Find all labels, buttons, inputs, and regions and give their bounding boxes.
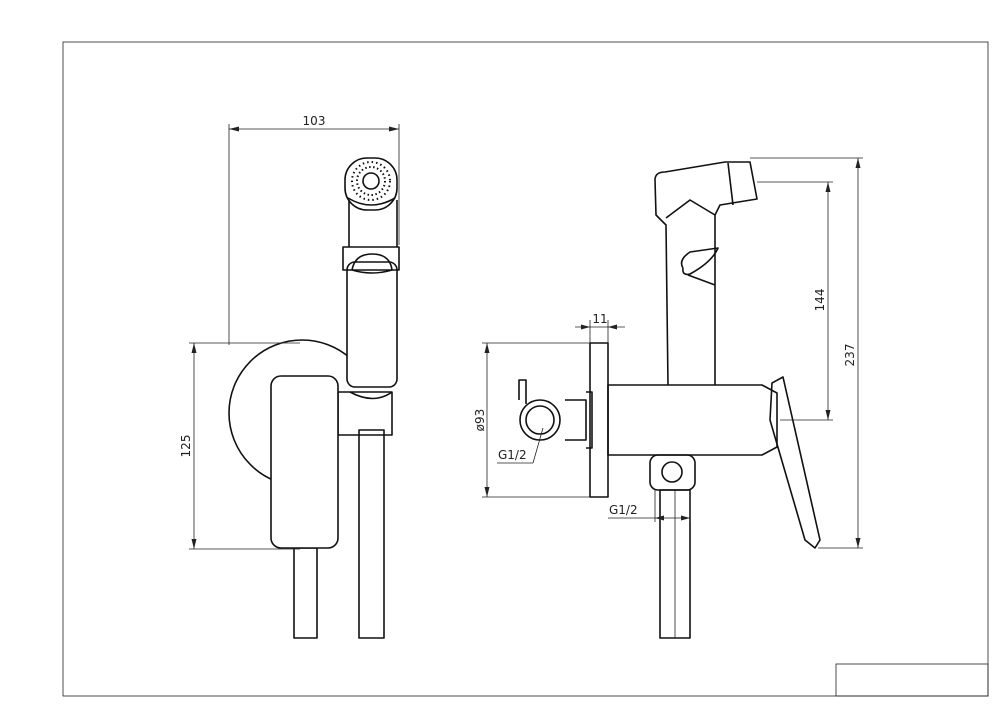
dimension-label-diameter: ø93	[473, 409, 487, 432]
lever-handle	[270, 375, 339, 549]
dimension-label-height: 125	[179, 435, 193, 458]
dimension-label-237: 237	[843, 344, 857, 367]
dimension-plate-thickness: 11	[575, 312, 625, 343]
hose-nut	[649, 454, 696, 491]
drawing-frame	[62, 41, 989, 697]
dimension-outlet-thread: G1/2	[608, 490, 691, 522]
mixer-body	[607, 384, 778, 456]
spray-head	[344, 157, 398, 211]
trigger	[680, 247, 719, 286]
lever-handle	[769, 376, 821, 549]
dimension-label-thickness: 11	[592, 312, 607, 326]
front-view: 103 125	[179, 114, 400, 639]
hose-left	[293, 547, 318, 639]
dimension-width: 103	[228, 114, 400, 345]
title-block	[835, 663, 989, 697]
side-view: 11 ø93 G1/2 G1/2 144	[473, 157, 863, 639]
dimension-inlet-thread: G1/2	[497, 427, 544, 464]
hose-right	[358, 429, 385, 639]
outlet-connector	[565, 391, 593, 449]
dimension-label-144: 144	[813, 289, 827, 312]
dimension-label-outlet: G1/2	[609, 503, 638, 517]
handset	[654, 161, 758, 386]
dimension-handset-height: 144	[757, 181, 833, 421]
dimension-overall-height: 237	[750, 157, 863, 549]
dimension-height: 125	[179, 342, 300, 550]
valve-tab	[518, 379, 527, 404]
dimension-label-inlet: G1/2	[498, 448, 527, 462]
handset-grip	[346, 261, 398, 388]
dimension-label-width: 103	[303, 114, 326, 128]
spray-nozzle-icon	[351, 161, 391, 201]
handset-collar	[342, 246, 400, 271]
dimension-plate-diameter: ø93	[473, 342, 590, 498]
